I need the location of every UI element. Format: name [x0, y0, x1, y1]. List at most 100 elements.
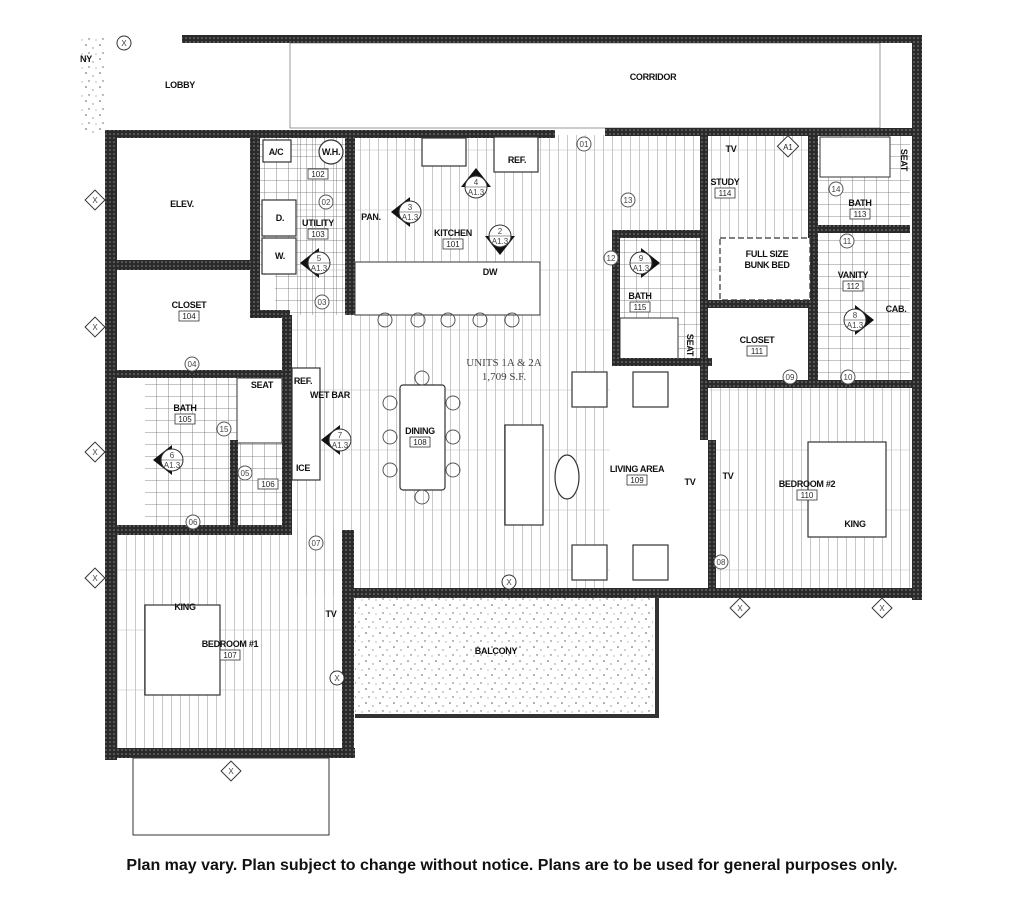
section-marker: 5A1.3: [300, 248, 331, 278]
room-number-box: [714, 187, 736, 199]
room-number-box: [409, 436, 431, 448]
king-bed-2: [807, 441, 887, 538]
interior-tag: A1: [776, 134, 800, 158]
room-number: 112: [847, 282, 860, 291]
door-tag: 13: [620, 192, 636, 208]
room-label: LOBBY: [165, 80, 195, 90]
fixture-label: FULL SIZE: [746, 249, 789, 259]
door-tag: 11: [839, 233, 855, 249]
svg-text:A1.3: A1.3: [311, 264, 328, 273]
section-marker: 6A1.3: [153, 445, 184, 475]
elevation-marker: X: [220, 760, 242, 782]
room-label: BEDROOM #1: [202, 639, 259, 649]
room-number-box: [219, 649, 241, 661]
room-number-box: [849, 208, 871, 220]
fixture-label: W.: [275, 251, 285, 261]
svg-text:A1.3: A1.3: [633, 264, 650, 273]
svg-text:X: X: [334, 674, 340, 683]
svg-text:04: 04: [188, 360, 197, 369]
svg-text:03: 03: [318, 298, 327, 307]
room-label: UTILITY: [302, 218, 334, 228]
elevation-marker: X: [329, 670, 345, 686]
room-number-box: [626, 474, 648, 486]
svg-text:A1: A1: [783, 143, 793, 152]
fixture-label: REF.: [508, 155, 526, 165]
fixture-label: TV: [326, 609, 337, 619]
room-number-box: [307, 228, 329, 240]
section-marker: 7A1.3: [321, 425, 352, 455]
svg-text:13: 13: [624, 196, 633, 205]
svg-text:9: 9: [639, 254, 644, 263]
fixture-label: WET BAR: [310, 390, 351, 400]
door-tag: 06: [185, 514, 201, 530]
room-number-box: [629, 301, 651, 313]
room-number: 104: [182, 312, 196, 321]
svg-text:14: 14: [832, 185, 841, 194]
room-label: VANITY: [838, 270, 869, 280]
room-number: 108: [413, 438, 427, 447]
door-tag: 05: [237, 465, 253, 481]
elevation-marker: X: [84, 189, 106, 211]
svg-text:X: X: [92, 448, 98, 457]
fixture-label: PAN.: [361, 212, 381, 222]
room-number: 107: [223, 651, 237, 660]
svg-text:A1.3: A1.3: [492, 237, 509, 246]
fixture-label: SEAT: [899, 149, 909, 172]
fixture-label: D.: [276, 213, 284, 223]
bunk-bed: [719, 237, 811, 301]
room-label: CLOSET: [740, 335, 776, 345]
room-number-box: [842, 280, 864, 292]
room-number: 111: [751, 347, 764, 356]
svg-text:10: 10: [844, 373, 853, 382]
room-number-box: [442, 238, 464, 250]
room-number-box: [796, 489, 818, 501]
room-number: 101: [446, 240, 460, 249]
svg-text:4: 4: [474, 178, 479, 187]
elevation-marker: X: [116, 35, 132, 51]
svg-text:15: 15: [220, 425, 229, 434]
room-number-box: [746, 345, 768, 357]
room-number-box: [307, 168, 329, 180]
svg-text:A1.3: A1.3: [847, 321, 864, 330]
door-tag: 09: [782, 369, 798, 385]
fixture-label: SEAT: [685, 334, 695, 357]
svg-text:7: 7: [338, 431, 343, 440]
room-label: BALCONY: [475, 646, 518, 656]
disclaimer: Plan may vary. Plan subject to change wi…: [126, 857, 898, 874]
room-number: 106: [261, 480, 275, 489]
svg-text:A1.3: A1.3: [164, 461, 181, 470]
svg-text:A1.3: A1.3: [332, 441, 349, 450]
room-number: 114: [719, 189, 732, 198]
svg-text:8: 8: [853, 311, 858, 320]
door-tag: 14: [828, 181, 844, 197]
svg-text:06: 06: [189, 518, 198, 527]
room-label: DINING: [405, 426, 435, 436]
fixture-label: TV: [723, 471, 734, 481]
fixture-label: A/C: [269, 147, 284, 157]
fixture-label: CAB.: [886, 304, 907, 314]
door-tag: 04: [184, 356, 200, 372]
door-tag: 15: [216, 421, 232, 437]
fixture-label: W.H.: [322, 147, 340, 157]
coffee-table: [554, 454, 580, 500]
elevation-marker: X: [84, 567, 106, 589]
elevation-marker: X: [501, 574, 517, 590]
dining-chairs: [377, 312, 520, 505]
room-label: KITCHEN: [434, 228, 472, 238]
svg-text:X: X: [121, 39, 127, 48]
room-label: CLOSET: [172, 300, 208, 310]
svg-text:X: X: [506, 578, 512, 587]
room-number: 113: [854, 210, 867, 219]
room-label: ELEV.: [170, 199, 194, 209]
fixture-label: DW: [483, 267, 498, 277]
section-marker: 9A1.3: [629, 248, 660, 278]
svg-text:01: 01: [580, 140, 589, 149]
partial-label: NY: [80, 54, 92, 64]
unit-title: UNITS 1A & 2A: [466, 357, 542, 369]
svg-text:X: X: [92, 323, 98, 332]
balcony-floor: [355, 598, 653, 715]
room-number: 103: [311, 230, 325, 239]
room-label: LIVING AREA: [610, 464, 665, 474]
svg-text:A1.3: A1.3: [468, 188, 485, 197]
